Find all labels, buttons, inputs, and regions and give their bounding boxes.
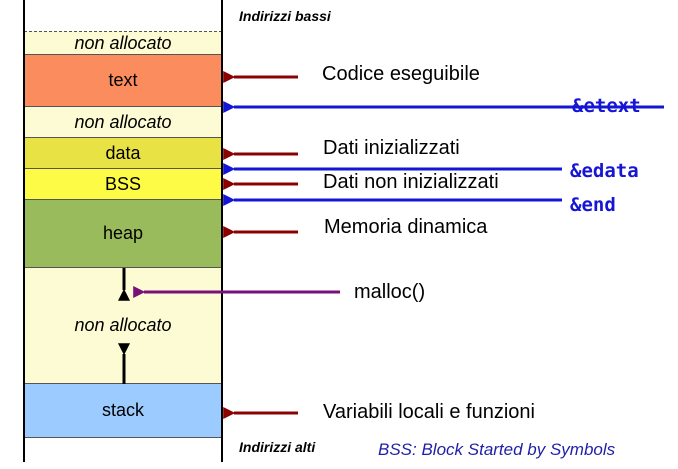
segment-bss: BSS <box>24 169 222 200</box>
description-heap: Memoria dinamica <box>324 216 488 238</box>
segment-label: BSS <box>104 173 142 194</box>
symbol-end: &end <box>570 194 616 216</box>
segment-top-unallocated: non allocato <box>24 31 222 55</box>
segment-label: non allocato <box>74 111 172 132</box>
symbol-edata: &edata <box>570 160 639 182</box>
segment-text: text <box>24 55 222 107</box>
memory-left-border <box>23 0 25 462</box>
high-addresses-label: Indirizzi alti <box>239 439 316 455</box>
segment-stack: stack <box>24 384 222 438</box>
segment-label: text <box>108 70 138 90</box>
segment-data: data <box>24 138 222 169</box>
segment-label: data <box>105 142 141 163</box>
description-data: Dati inizializzati <box>323 137 460 159</box>
memory-right-border <box>221 0 223 462</box>
segment-label: non allocato <box>74 32 172 53</box>
description-malloc: malloc() <box>354 281 426 303</box>
segment-label: stack <box>101 400 144 420</box>
segment-label: heap <box>102 223 144 243</box>
description-text: Codice eseguibile <box>322 63 480 85</box>
segment-unallocated-2: non allocato <box>24 107 222 138</box>
description-stack: Variabili locali e funzioni <box>323 401 535 423</box>
description-bss: Dati non inizializzati <box>323 171 499 193</box>
segment-heap: heap <box>24 200 222 268</box>
symbol-etext: &etext <box>572 95 641 117</box>
low-addresses-label: Indirizzi bassi <box>239 8 331 24</box>
segment-label: non allocato <box>74 315 172 335</box>
bss-footnote: BSS: Block Started by Symbols <box>378 440 616 459</box>
